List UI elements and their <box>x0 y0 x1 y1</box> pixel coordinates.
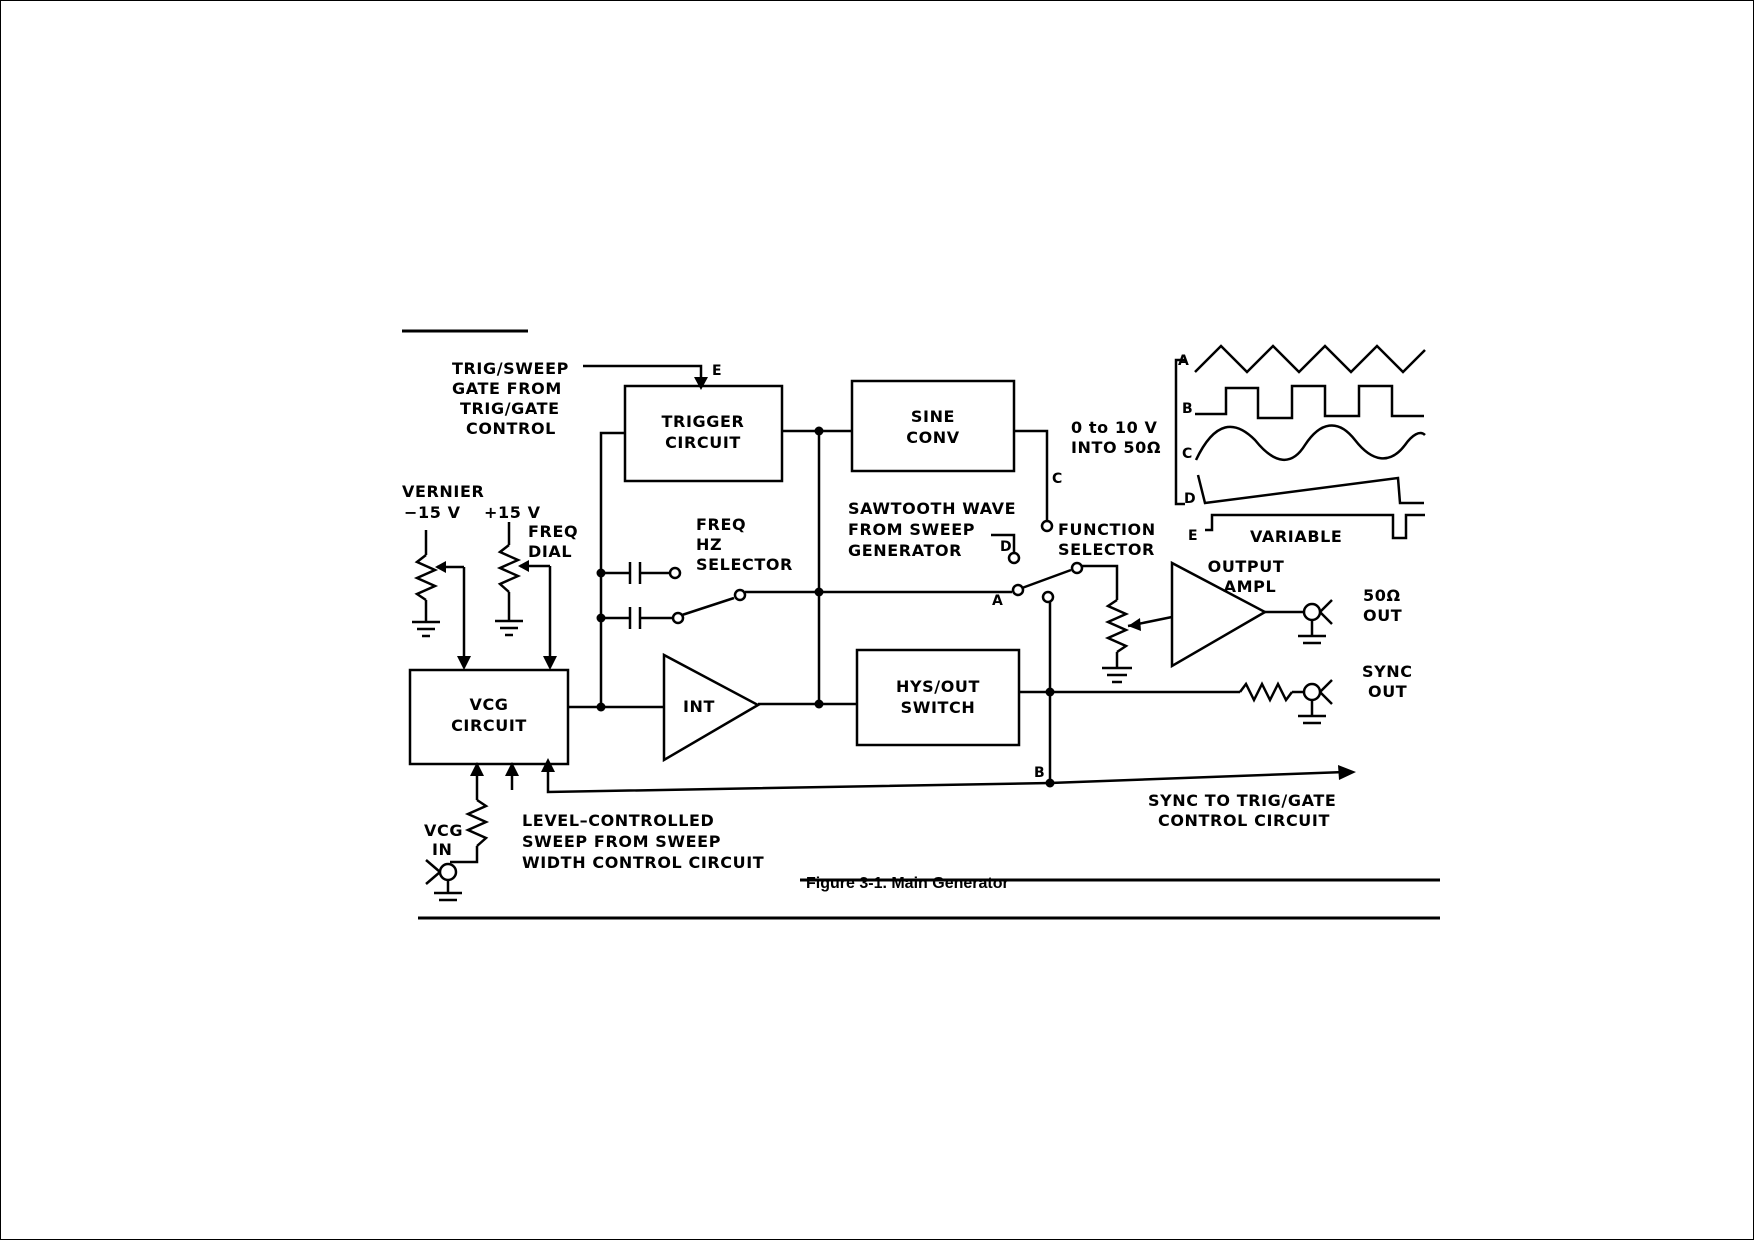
svg-text:INTO 50Ω: INTO 50Ω <box>1071 438 1161 457</box>
svg-text:FUNCTION: FUNCTION <box>1058 520 1156 539</box>
point-a-label: A <box>992 593 1003 609</box>
wave-letter-a: A <box>1178 353 1189 369</box>
svg-text:SELECTOR: SELECTOR <box>696 555 793 574</box>
vcg-circuit-block: VCG CIRCUIT <box>408 668 570 766</box>
svg-text:VCG: VCG <box>424 821 463 840</box>
function-selector-label: FUNCTION SELECTOR <box>1058 520 1156 559</box>
vcg-label-1: VCG <box>469 695 508 714</box>
output-ampl-label-1: OUTPUT <box>1208 557 1285 576</box>
minus15-label: −15 V <box>404 503 461 522</box>
output-ampl-label-2: AMPL <box>1224 577 1277 596</box>
point-e-label: E <box>712 363 722 379</box>
out-50-label: 50Ω OUT <box>1363 586 1402 625</box>
trig-sweep-label: TRIG/SWEEP GATE FROM TRIG/GATE CONTROL <box>452 359 569 438</box>
svg-text:CONTROL CIRCUIT: CONTROL CIRCUIT <box>1158 811 1330 830</box>
point-c-label: C <box>1052 471 1062 487</box>
waveform-letters: A B C D E <box>1178 353 1198 544</box>
integrator-amp: INT <box>662 652 761 763</box>
wave-letter-c: C <box>1182 446 1192 462</box>
trigger-circuit-block: TRIGGER CIRCUIT <box>623 384 784 483</box>
svg-text:FROM SWEEP: FROM SWEEP <box>848 520 975 539</box>
wave-letter-b: B <box>1182 401 1193 417</box>
svg-text:OUT: OUT <box>1368 682 1407 701</box>
variable-label: VARIABLE <box>1250 527 1342 546</box>
svg-text:LEVEL–CONTROLLED: LEVEL–CONTROLLED <box>522 811 714 830</box>
svg-text:SELECTOR: SELECTOR <box>1058 540 1155 559</box>
svg-text:SAWTOOTH WAVE: SAWTOOTH WAVE <box>848 499 1016 518</box>
int-label: INT <box>683 697 715 716</box>
junction-dots <box>596 426 1055 788</box>
svg-text:SWEEP FROM SWEEP: SWEEP FROM SWEEP <box>522 832 721 851</box>
level-controlled-label: LEVEL–CONTROLLED SWEEP FROM SWEEP WIDTH … <box>522 811 764 872</box>
sine-label-2: CONV <box>906 428 960 447</box>
svg-text:CONTROL: CONTROL <box>466 419 556 438</box>
output-range-label: 0 to 10 V INTO 50Ω <box>1071 418 1161 457</box>
wave-letter-e: E <box>1188 528 1198 544</box>
vcg-in-label: VCG IN <box>424 821 463 859</box>
svg-text:DIAL: DIAL <box>528 542 572 561</box>
svg-text:SYNC: SYNC <box>1362 662 1413 681</box>
sync-out-label: SYNC OUT <box>1362 662 1413 701</box>
trigger-label-2: CIRCUIT <box>665 433 741 452</box>
plus15-label: +15 V <box>484 503 541 522</box>
sawtooth-label: SAWTOOTH WAVE FROM SWEEP GENERATOR <box>848 499 1016 560</box>
waveform-a-triangle <box>1194 344 1426 374</box>
figure-caption: Figure 3-1. Main Generator <box>806 875 1009 892</box>
svg-text:FREQ: FREQ <box>696 515 746 534</box>
svg-text:GENERATOR: GENERATOR <box>848 541 962 560</box>
trigger-label-1: TRIGGER <box>662 412 745 431</box>
freq-hz-selector-label: FREQ HZ SELECTOR <box>696 515 793 574</box>
waveform-c-sine <box>1194 424 1426 462</box>
svg-text:IN: IN <box>432 840 453 859</box>
sine-conv-block: SINE CONV <box>850 379 1016 473</box>
svg-text:OUT: OUT <box>1363 606 1402 625</box>
vcg-label-2: CIRCUIT <box>451 716 527 735</box>
wave-letter-d: D <box>1184 491 1196 507</box>
hys-out-switch-block: HYS/OUT SWITCH <box>855 648 1021 747</box>
sync-to-trig-label: SYNC TO TRIG/GATE CONTROL CIRCUIT <box>1148 791 1336 830</box>
hys-label-2: SWITCH <box>901 698 976 717</box>
svg-text:HZ: HZ <box>696 535 722 554</box>
point-b-label: B <box>1034 765 1045 781</box>
waveform-e-pulse <box>1205 513 1425 540</box>
waveform-b-square <box>1195 384 1424 420</box>
sine-label-1: SINE <box>911 407 955 426</box>
svg-text:TRIG/GATE: TRIG/GATE <box>460 399 560 418</box>
freq-dial-label: FREQ DIAL <box>528 522 578 561</box>
output-amplifier: OUTPUT AMPL <box>1170 557 1285 669</box>
svg-text:SYNC TO TRIG/GATE: SYNC TO TRIG/GATE <box>1148 791 1336 810</box>
hys-label-1: HYS/OUT <box>896 677 980 696</box>
svg-text:GATE FROM: GATE FROM <box>452 379 562 398</box>
point-d-label: D <box>1000 539 1012 555</box>
waveform-d-sawtooth <box>1196 474 1424 505</box>
svg-text:FREQ: FREQ <box>528 522 578 541</box>
svg-text:TRIG/SWEEP: TRIG/SWEEP <box>452 359 569 378</box>
svg-text:0 to 10 V: 0 to 10 V <box>1071 418 1158 437</box>
vernier-label: VERNIER <box>402 482 484 501</box>
svg-text:50Ω: 50Ω <box>1363 586 1401 605</box>
svg-text:WIDTH CONTROL CIRCUIT: WIDTH CONTROL CIRCUIT <box>522 853 764 872</box>
